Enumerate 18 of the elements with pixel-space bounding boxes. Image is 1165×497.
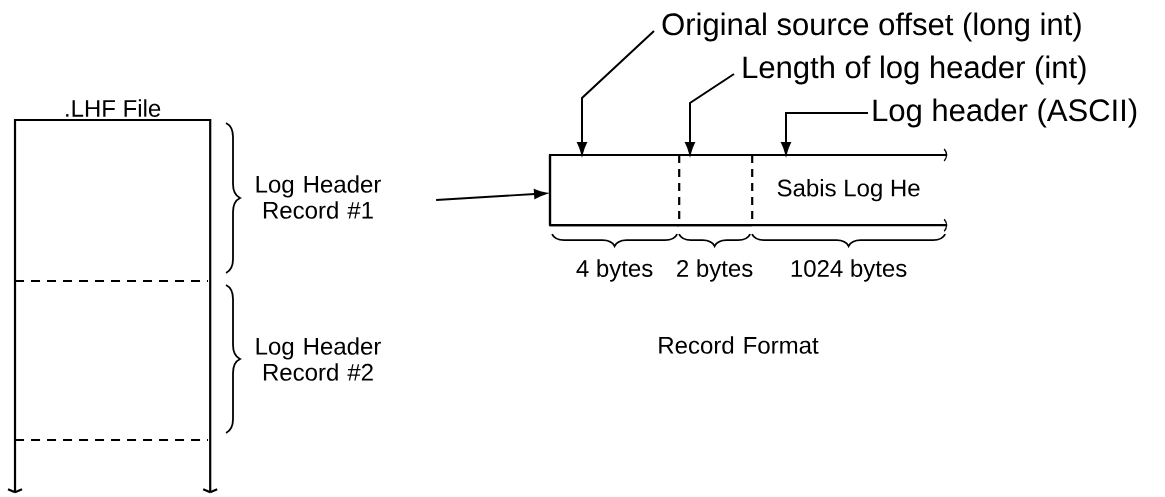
record-field — [677, 153, 754, 227]
arrow — [435, 189, 547, 201]
size-label: 4 bytes — [576, 259, 653, 282]
callout-text: Log header (ASCII) — [873, 98, 1137, 128]
caption: Record Format — [659, 336, 819, 354]
record-label: Log Header Record #2 — [256, 337, 381, 381]
record-field: Sabis Log He — [777, 178, 920, 202]
size-label: 1024 bytes — [791, 259, 907, 282]
callout-text: Original source offset (long int) — [662, 12, 1081, 42]
record-label: Log Header Record #1 — [256, 175, 381, 219]
leader-line — [577, 30, 655, 155]
callout-text: Length of log header (int) — [743, 55, 1086, 85]
size-label: 2 bytes — [677, 259, 753, 282]
record-box — [548, 148, 948, 232]
leader-line — [781, 112, 869, 155]
record-field — [548, 153, 681, 227]
file-column: .LHF File — [7, 99, 218, 494]
leader-line — [685, 73, 735, 155]
